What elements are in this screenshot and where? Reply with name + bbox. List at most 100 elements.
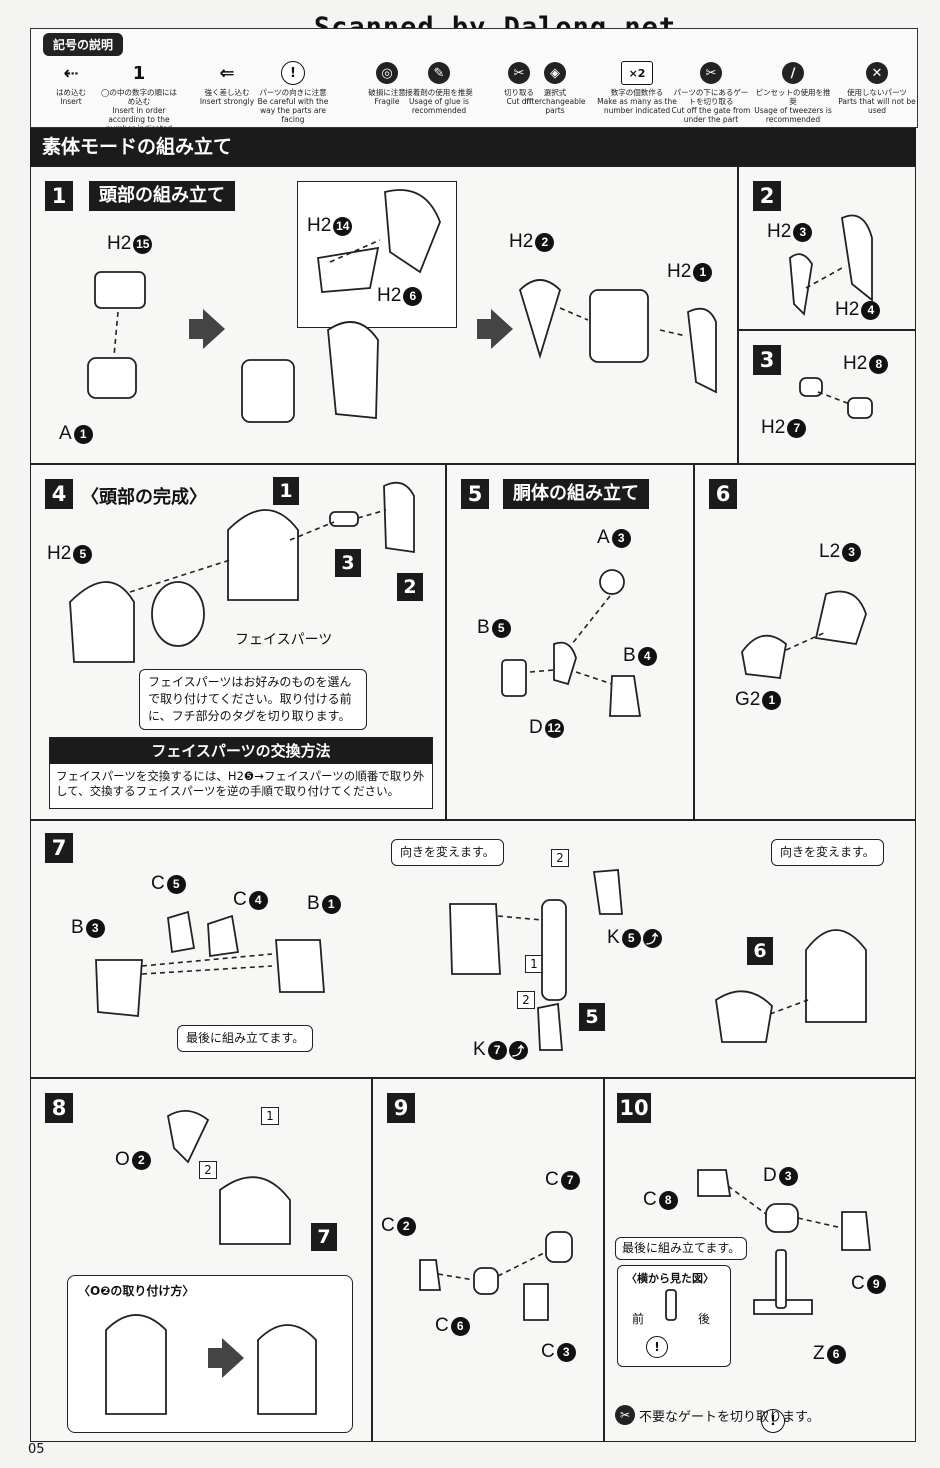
face-note: フェイスパーツはお好みのものを選んで取り付けてください。取り付ける前に、フチ部分… xyxy=(139,669,367,730)
part-sketch xyxy=(553,641,577,686)
part-sketch xyxy=(241,359,295,423)
step-title: 頭部の組み立て xyxy=(89,181,235,211)
insert-guide xyxy=(141,953,273,967)
part-sketch xyxy=(841,1211,871,1251)
part-sketch xyxy=(419,1259,442,1291)
face-swap-box: フェイスパーツの交換方法 フェイスパーツを交換するには、H2❺→フェイスパーツの… xyxy=(49,737,433,809)
legend-jp: 使用しないパーツ xyxy=(847,88,907,97)
part-sketch xyxy=(105,1314,167,1415)
back-label: 後 xyxy=(698,1312,711,1326)
insert-guide xyxy=(817,391,851,405)
legend-en: Insert xyxy=(60,97,82,106)
legend-jp: パーツの向きに注意 xyxy=(259,88,327,97)
part-sketch xyxy=(814,590,867,646)
insert-guide xyxy=(141,965,273,975)
part-sketch xyxy=(151,581,205,647)
part-sketch xyxy=(741,634,787,679)
part-sketch xyxy=(847,397,873,419)
step-number: 7 xyxy=(45,833,73,863)
part-sketch xyxy=(69,581,135,663)
turn-around-note: 向きを変えます。 xyxy=(391,839,504,866)
part-sketch xyxy=(541,899,567,1001)
insert-guide xyxy=(329,239,381,263)
dashed-arrow-icon: ⇠ xyxy=(63,62,79,84)
part-sketch xyxy=(167,910,196,954)
insert-guide xyxy=(797,1217,843,1229)
legend-title: 記号の説明 xyxy=(43,33,124,56)
order-mark: 1 xyxy=(261,1107,279,1125)
legend-en: Usage of glue is recommended xyxy=(409,97,469,115)
section-title: 素体モードの組み立て xyxy=(30,128,916,166)
step-ref: 1 xyxy=(273,477,299,505)
part-sketch xyxy=(545,1231,573,1263)
cut-icon: ✂ xyxy=(508,62,530,84)
numbered-arrow-icon: 1 xyxy=(132,62,146,84)
part-sketch xyxy=(166,1110,210,1164)
caution-icon: ! xyxy=(646,1336,668,1358)
part-sketch xyxy=(94,271,146,309)
part-sketch xyxy=(775,1249,787,1309)
face-parts-label: フェイスパーツ xyxy=(235,632,333,648)
part-sketch xyxy=(317,246,380,293)
assemble-last-note: 最後に組み立てます。 xyxy=(177,1025,314,1052)
part-sketch xyxy=(765,1203,799,1233)
insert-guide xyxy=(769,999,809,1015)
part-sketch xyxy=(537,1002,563,1051)
front-label: 前 xyxy=(632,1312,645,1326)
page-number: 05 xyxy=(28,1442,45,1457)
part-sketch xyxy=(449,903,501,975)
insert-guide xyxy=(785,631,827,651)
legend-en: Fragile xyxy=(374,97,400,106)
flow-arrow-icon xyxy=(208,1338,244,1378)
part-sketch xyxy=(257,1324,317,1415)
part-sketch xyxy=(799,377,823,397)
times-two-icon: ×2 xyxy=(621,61,653,85)
part-sketch xyxy=(95,959,143,1017)
legend-jp: はめ込む xyxy=(56,88,86,97)
part-sketch xyxy=(501,659,527,697)
step-number: 4 xyxy=(45,479,73,509)
step-number: 2 xyxy=(753,181,781,211)
part-sketch xyxy=(227,509,299,601)
legend-jp: 破損に注意 xyxy=(368,88,406,97)
legend-en: Make as many as the number indicated xyxy=(597,97,677,115)
step-number: 6 xyxy=(709,479,737,509)
part-sketch xyxy=(687,307,717,394)
side-view-inset: 〈横から見た図〉 前 後 ! xyxy=(617,1265,731,1367)
legend-en: Cut off the gate from under the part xyxy=(671,106,751,124)
part-sketch xyxy=(697,1169,732,1197)
part-sketch xyxy=(219,1176,291,1245)
part-sketch xyxy=(715,990,773,1043)
part-sketch xyxy=(329,511,359,527)
part-sketch xyxy=(207,914,240,958)
order-mark: 2 xyxy=(551,849,569,867)
part-sketch xyxy=(599,569,625,595)
insert-guide xyxy=(113,311,119,357)
